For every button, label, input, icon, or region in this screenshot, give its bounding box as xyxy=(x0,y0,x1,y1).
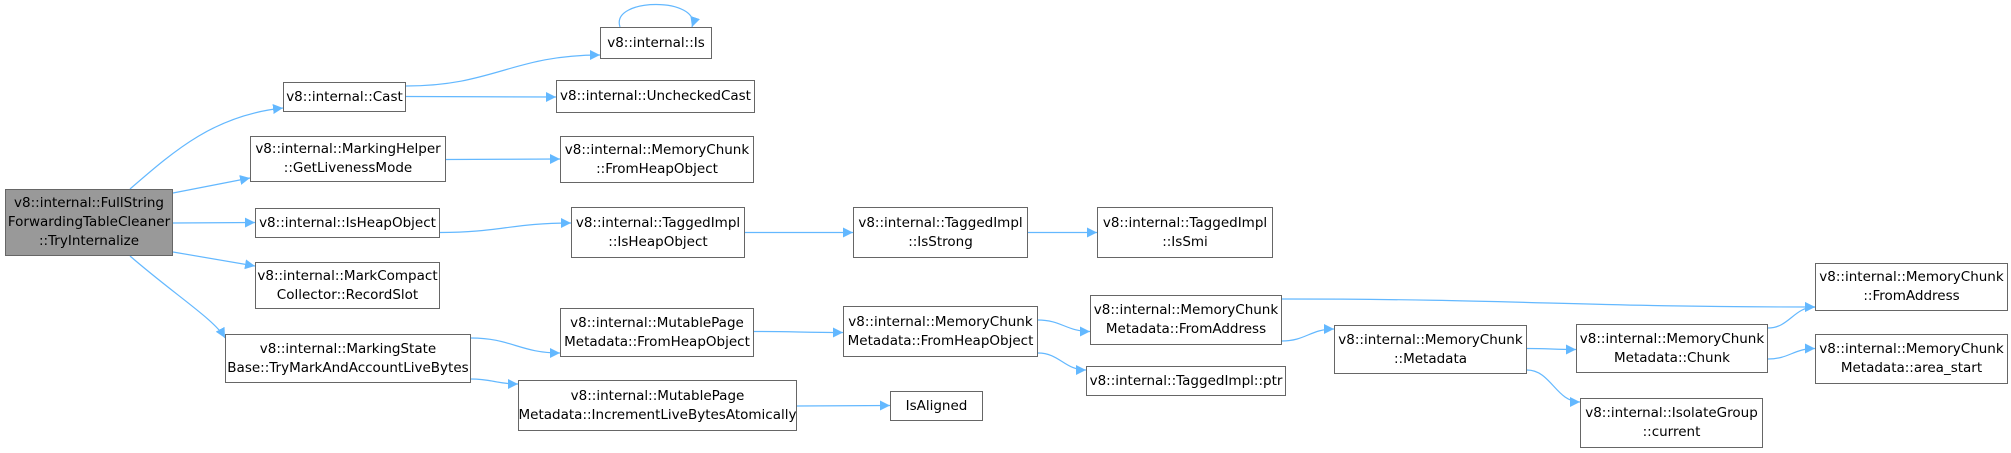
node-label-line: v8::internal::MemoryChunk xyxy=(1819,341,2004,357)
node-ti-isheap[interactable]: v8::internal::TaggedImpl::IsHeapObject xyxy=(571,207,745,258)
node-label-line: ::IsSmi xyxy=(1162,233,1208,250)
node-unchecked[interactable]: v8::internal::UncheckedCast xyxy=(556,80,755,113)
node-label-line: v8::internal::Is xyxy=(607,34,705,51)
edge-mcm-fromaddr-to-mc-fromaddr xyxy=(1281,298,1816,312)
node-label-line: v8::internal::TaggedImpl xyxy=(575,214,741,231)
node-label-line: v8::internal::Cast xyxy=(286,88,403,105)
node-label-line: Metadata::FromHeapObject xyxy=(564,333,750,350)
edge-mpm-incr-to-isaligned xyxy=(796,400,891,411)
node-mc-fromaddr[interactable]: v8::internal::MemoryChunk::FromAddress xyxy=(1815,263,2008,311)
node-label-line: v8::internal::FullString xyxy=(14,195,164,211)
edge-cast-to-unchecked xyxy=(405,91,557,102)
node-label-line: IsAligned xyxy=(905,397,968,414)
node-ti-smi[interactable]: v8::internal::TaggedImpl::IsSmi xyxy=(1097,207,1273,258)
node-label-line: v8::internal::MarkingHelper xyxy=(255,141,441,157)
edge-root-to-liveness xyxy=(172,175,251,194)
node-label-line: v8::internal::MutablePage xyxy=(570,314,744,331)
node-label-line: v8::internal::MemoryChunk xyxy=(564,141,750,158)
node-ti-ptr[interactable]: v8::internal::TaggedImpl::ptr xyxy=(1086,366,1286,396)
node-label-line: v8::internal::TaggedImpl xyxy=(858,214,1023,231)
node-label-line: v8::internal::MemoryChunk xyxy=(848,313,1033,330)
node-label-line: Base::TryMarkAndAccountLiveBytes xyxy=(227,359,469,376)
node-label-line: v8::internal::MemoryChunk xyxy=(1579,330,1765,347)
node-label-line: ::TryInternalize xyxy=(38,233,140,249)
node-label-line: v8::internal::TaggedImpl xyxy=(1102,214,1268,231)
node-isolategroup[interactable]: v8::internal::IsolateGroup::current xyxy=(1580,398,1763,448)
node-label-line: Metadata::area_start xyxy=(1840,360,1983,376)
node-label-line: v8::internal::MemoryChunk xyxy=(1819,269,2004,285)
edge-root-to-recordslot xyxy=(172,251,256,270)
edge-mcm-chunk-to-mc-fromaddr xyxy=(1767,302,1816,329)
node-label-line: ::FromHeapObject xyxy=(596,160,718,177)
node-label-line: Metadata::FromAddress xyxy=(1105,321,1267,337)
edge-liveness-to-mc-fromheap xyxy=(445,154,561,165)
node-label-line: ::IsHeapObject xyxy=(608,233,708,250)
node-label-line: Metadata::FromHeapObject xyxy=(847,332,1034,349)
node-label-line: ForwardingTableCleaner xyxy=(7,214,171,230)
edge-is-to-is xyxy=(618,4,700,28)
node-label-line: ::current xyxy=(1642,424,1701,440)
edge-mpm-fromheap-to-mcm-fromheap xyxy=(753,327,844,338)
node-label-line: ::Metadata xyxy=(1393,350,1468,367)
node-label-line: v8::internal::MutablePage xyxy=(570,387,745,404)
node-label-line: Collector::RecordSlot xyxy=(276,286,419,303)
edge-mcm-fromaddr-to-mc-metadata xyxy=(1281,324,1335,342)
node-liveness[interactable]: v8::internal::MarkingHelper::GetLiveness… xyxy=(250,136,446,182)
node-isheapobj[interactable]: v8::internal::IsHeapObject xyxy=(255,208,440,238)
node-isaligned[interactable]: IsAligned xyxy=(890,391,983,421)
edge-mc-metadata-to-mcm-chunk xyxy=(1526,344,1577,355)
edge-root-to-cast xyxy=(129,104,284,190)
node-label-line: v8::internal::MarkingState xyxy=(259,340,437,357)
edge-cast-to-is xyxy=(405,50,601,87)
node-label-line: v8::internal::UncheckedCast xyxy=(560,88,751,104)
node-label-line: v8::internal::MemoryChunk xyxy=(1093,302,1279,318)
node-label-line: ::GetLivenessMode xyxy=(283,160,413,176)
node-mc-metadata[interactable]: v8::internal::MemoryChunk::Metadata xyxy=(1334,325,1527,374)
node-label-line: v8::internal::MarkCompact xyxy=(257,267,438,284)
node-is[interactable]: v8::internal::Is xyxy=(600,27,712,59)
node-label-line: v8::internal::IsHeapObject xyxy=(259,214,436,231)
node-cast[interactable]: v8::internal::Cast xyxy=(283,82,406,112)
edge-mcm-fromheap-to-mcm-fromaddr xyxy=(1037,319,1091,337)
edge-root-to-trymark xyxy=(129,255,226,339)
edge-trymark-to-mpm-incr xyxy=(470,378,519,389)
edge-mc-metadata-to-isolategroup xyxy=(1526,369,1581,407)
node-ti-strong[interactable]: v8::internal::TaggedImpl::IsStrong xyxy=(853,207,1028,258)
edge-mcm-fromheap-to-ti-ptr xyxy=(1037,352,1087,375)
edge-trymark-to-mpm-fromheap xyxy=(470,337,561,358)
node-label-line: Metadata::IncrementLiveBytesAtomically xyxy=(518,406,797,423)
node-label-line: Metadata::Chunk xyxy=(1614,349,1730,366)
node-label-line: v8::internal::MemoryChunk xyxy=(1338,331,1523,348)
node-label-line: v8::internal::IsolateGroup xyxy=(1585,405,1758,421)
node-mc-fromheap[interactable]: v8::internal::MemoryChunk::FromHeapObjec… xyxy=(560,136,754,183)
edge-mcm-chunk-to-mcm-areastart xyxy=(1767,343,1816,360)
node-label-line: v8::internal::TaggedImpl::ptr xyxy=(1089,372,1283,389)
node-label-line: ::IsStrong xyxy=(908,233,973,250)
node-label-line: ::FromAddress xyxy=(1863,288,1960,304)
edge-root-to-isheapobj xyxy=(172,217,256,228)
edge-isheapobj-to-ti-isheap xyxy=(439,218,572,234)
